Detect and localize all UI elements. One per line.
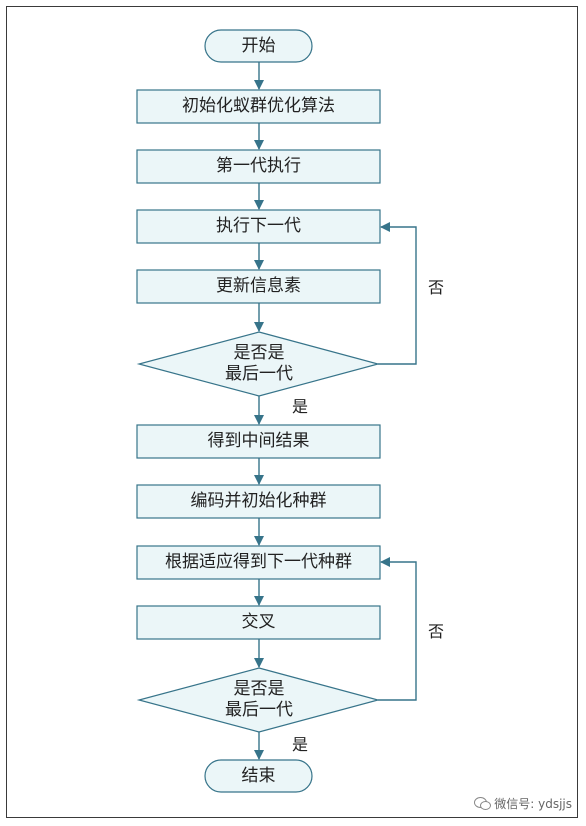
first-gen-label: 第一代执行 <box>216 156 301 176</box>
intermediate-label: 得到中间结果 <box>207 431 310 451</box>
crossover-label: 交叉 <box>241 612 276 632</box>
encode-init-box <box>136 484 381 519</box>
edge-label-no-1: 否 <box>428 278 445 297</box>
first-gen-box <box>136 149 381 184</box>
diagram-frame <box>6 6 578 818</box>
loop-arrow-2 <box>378 557 417 701</box>
fitness-next-label: 根据适应得到下一代种群 <box>165 552 352 572</box>
init-aco-box <box>136 89 381 124</box>
edge-label-yes-1: 是 <box>292 397 309 416</box>
next-gen-label: 执行下一代 <box>216 216 301 236</box>
edge-label-yes-2: 是 <box>292 735 309 754</box>
intermediate-box <box>136 424 381 459</box>
encode-init-label: 编码并初始化种群 <box>190 491 327 511</box>
decision1-label: 是否是 最后一代 <box>225 343 293 384</box>
end-terminal <box>204 759 313 793</box>
end-label: 结束 <box>241 766 276 786</box>
decision2-label: 是否是 最后一代 <box>225 679 293 720</box>
edge-label-no-2: 否 <box>428 622 445 641</box>
loop-arrow-1 <box>378 222 417 365</box>
init-aco-label: 初始化蚁群优化算法 <box>182 96 335 116</box>
update-pheromone-label: 更新信息素 <box>216 276 301 296</box>
watermark: 微信号: ydsjjs <box>474 795 572 812</box>
wechat-icon <box>474 797 492 810</box>
watermark-text: 微信号: ydsjjs <box>494 797 572 811</box>
start-label: 开始 <box>241 36 276 56</box>
